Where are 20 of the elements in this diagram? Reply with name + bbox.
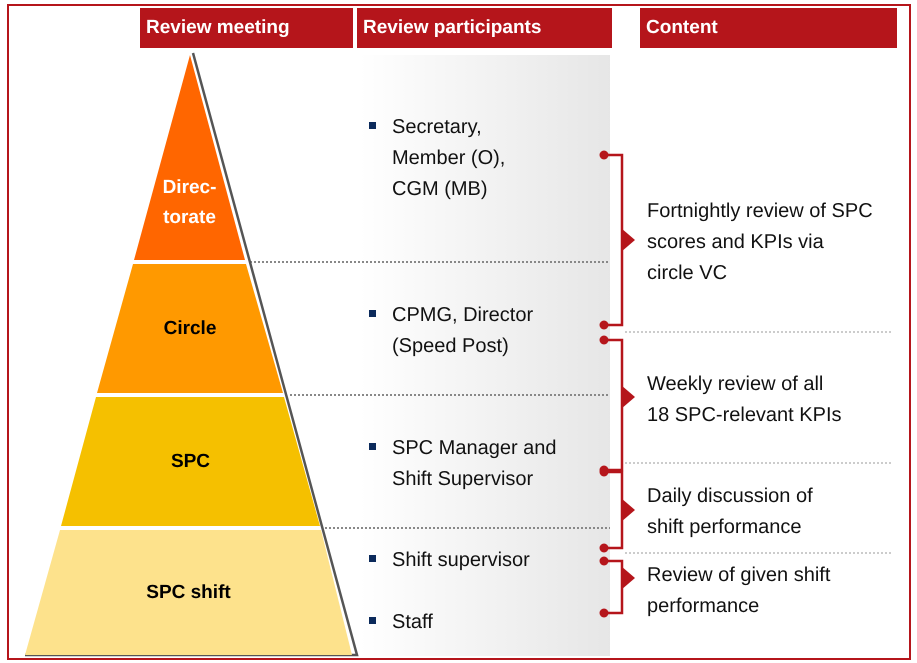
column-header: Review meeting [140,8,353,48]
content-text: Daily discussion of shift performance [647,484,814,540]
pyramid-level [61,397,320,526]
content-text: Weekly review of all 18 SPC-relevant KPIs [647,372,843,428]
participant-text: Secretary, Member (O), CGM (MB) [392,115,506,202]
level-label: SPC shift [146,580,231,604]
column-header: Content [640,8,897,48]
level-label: Direc- torate [162,176,218,230]
participant-text: Shift supervisor [392,548,531,573]
pyramid-level [134,55,245,260]
pyramid-level [97,264,283,393]
participant-text: CPMG, Director (Speed Post) [392,303,534,359]
participant-text: SPC Manager and Shift Supervisor [392,436,558,492]
pyramid-level [25,530,352,655]
column-header: Review participants [357,8,612,48]
content-text: Review of given shift performance [647,563,832,619]
level-label: SPC [170,450,210,474]
participant-text: Staff [392,610,434,635]
content-text: Fortnightly review of SPC scores and KPIs via circle VC [647,199,874,286]
level-label: Circle [164,316,216,340]
